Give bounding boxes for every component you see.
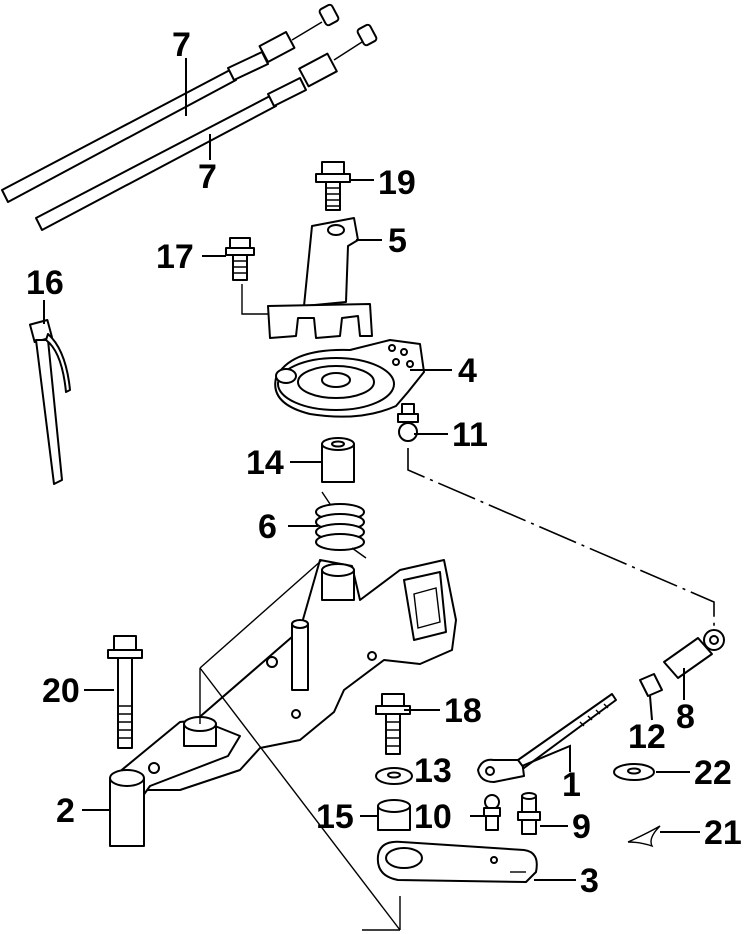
callout-2: 2	[56, 792, 75, 830]
callout-21: 21	[704, 814, 742, 852]
part-13-washer	[375, 767, 413, 785]
callout-20: 20	[42, 672, 80, 710]
callout-17: 17	[156, 238, 194, 276]
part-20-bolt	[107, 635, 143, 749]
callout-6: 6	[258, 508, 277, 546]
part-6-spring	[315, 491, 367, 559]
callout-18: 18	[444, 692, 482, 730]
callout-7-lower: 7	[198, 158, 217, 196]
leader-lines	[43, 58, 700, 881]
callout-1: 1	[562, 766, 581, 804]
part-11-ball-joint	[397, 403, 419, 442]
part-7-cable-lower	[35, 23, 378, 231]
callout-9: 9	[572, 808, 591, 846]
callout-11: 11	[452, 416, 488, 454]
callout-15: 15	[316, 798, 354, 836]
callout-12: 12	[628, 718, 666, 756]
assembly-lines	[199, 284, 715, 931]
callout-8: 8	[676, 698, 695, 736]
part-15-collar	[377, 799, 411, 831]
part-8-rod-end	[663, 629, 725, 679]
callout-14: 14	[246, 444, 284, 482]
part-10-pin	[483, 794, 501, 831]
part-3-lever	[376, 840, 538, 883]
callout-3: 3	[580, 862, 599, 900]
part-19-bolt	[315, 161, 351, 211]
part-2-arm	[109, 716, 241, 847]
part-16-cable-tie	[28, 318, 71, 485]
part-12-nut	[639, 673, 663, 697]
part-22-washer	[613, 763, 655, 781]
part-14-sleeve	[321, 437, 355, 483]
part-4-pulley-plate	[274, 339, 425, 418]
callout-22: 22	[694, 754, 732, 792]
part-9-pin	[517, 792, 541, 835]
part-17-bolt	[225, 237, 255, 281]
part-7-cable-upper	[1, 3, 340, 203]
part-21-clip	[627, 825, 661, 848]
part-1-rod	[477, 693, 617, 783]
part-5-bracket	[267, 217, 373, 339]
callout-4: 4	[458, 352, 477, 390]
callout-13: 13	[414, 752, 452, 790]
callouts: 7 7 19 5 17 16 4 11 14 6 20 18 8 12 13 1…	[26, 26, 742, 900]
callout-5: 5	[388, 222, 407, 260]
callout-10: 10	[414, 798, 452, 836]
callout-7-upper: 7	[172, 26, 191, 64]
callout-19: 19	[378, 164, 416, 202]
callout-16: 16	[26, 264, 64, 302]
part-18-bolt	[375, 693, 411, 755]
